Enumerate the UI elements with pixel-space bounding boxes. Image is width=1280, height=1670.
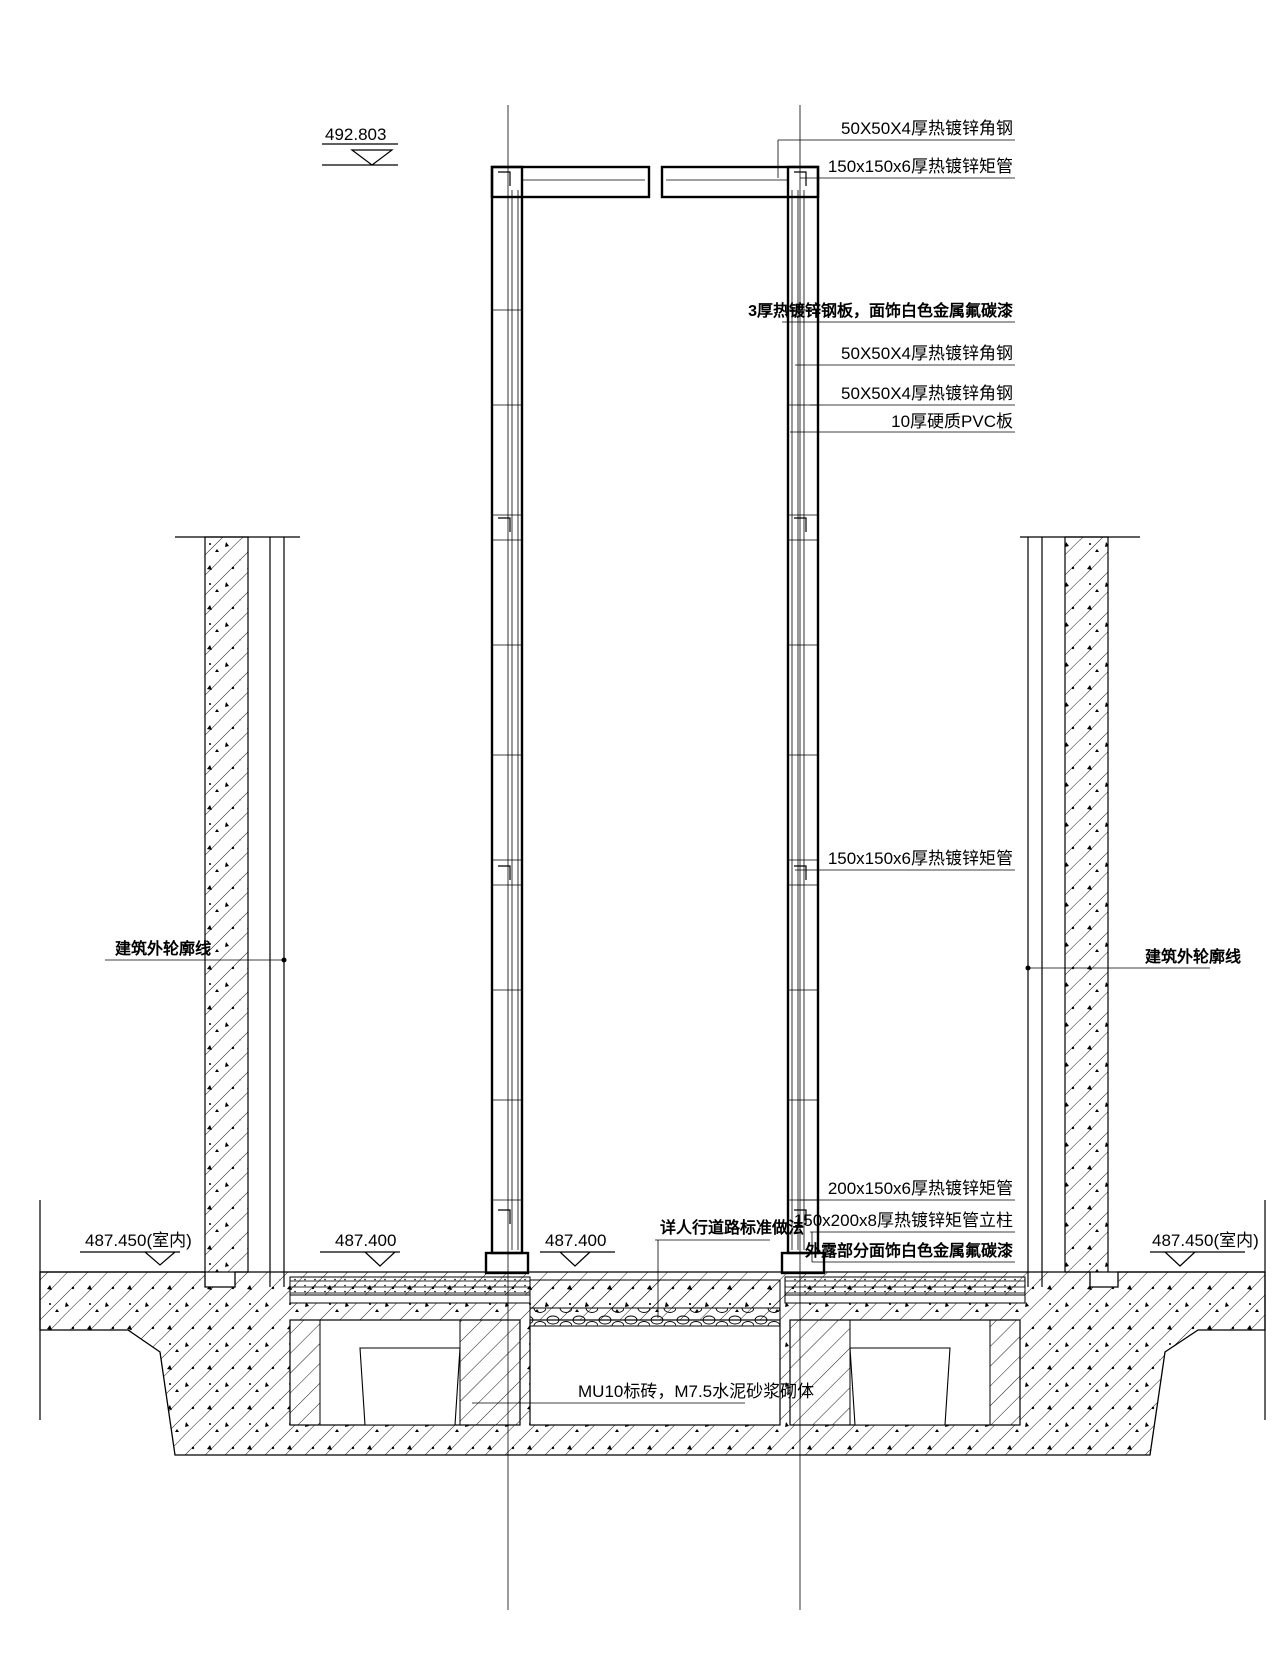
label-building-outline-right: 建筑外轮廓线 xyxy=(1145,947,1241,966)
elevation-indoor-left: 487.450(室内) xyxy=(85,1231,192,1250)
elevation-indoor-right: 487.450(室内) xyxy=(1152,1231,1259,1250)
axis-lines xyxy=(507,105,801,1610)
steel-frame xyxy=(484,165,826,1275)
label-rect-tube-base: 200x150x6厚热镀锌矩管 xyxy=(828,1179,1013,1198)
elevation-floor-center: 487.400 xyxy=(545,1231,606,1250)
label-building-outline-left: 建筑外轮廓线 xyxy=(115,939,211,958)
floor-layers xyxy=(289,1276,1026,1327)
brick-pier xyxy=(289,1319,321,1426)
brick-pier xyxy=(989,1319,1021,1426)
elevation-floor-left: 487.400 xyxy=(335,1231,396,1250)
label-masonry-note: MU10标砖，M7.5水泥砂浆砌体 xyxy=(578,1382,814,1401)
wall-left xyxy=(175,536,300,1287)
ground-lines xyxy=(39,1200,1266,1420)
right-annotations: 50X50X4厚热镀锌角钢 150x150x6厚热镀锌矩管 3厚热镀锌钢板，面饰… xyxy=(748,119,1015,1263)
label-exposed-finish: 外露部分面饰白色金属氟碳漆 xyxy=(804,1241,1013,1260)
label-column: 150x200x8厚热镀锌矩管立柱 xyxy=(794,1211,1013,1230)
label-angle-steel-top: 50X50X4厚热镀锌角钢 xyxy=(841,119,1013,138)
label-pavement-note: 详人行道路标准做法 xyxy=(660,1218,804,1237)
cavity-center xyxy=(529,1319,781,1426)
outline-labels: 建筑外轮廓线 建筑外轮廓线 xyxy=(105,939,1241,971)
elevation-markers: 492.803 487.450(室内) 487.400 487.400 487.… xyxy=(80,125,1259,1267)
label-angle-steel-mid-2: 50X50X4厚热镀锌角钢 xyxy=(841,384,1013,403)
wall-right xyxy=(1020,536,1140,1287)
label-pvc-board: 10厚硬质PVC板 xyxy=(891,412,1013,431)
foundation xyxy=(39,1271,1266,1456)
brick-pier xyxy=(789,1319,851,1426)
center-notes: 详人行道路标准做法 MU10标砖，M7.5水泥砂浆砌体 xyxy=(472,1218,814,1404)
top-elevation: 492.803 xyxy=(325,125,386,144)
label-angle-steel-mid-1: 50X50X4厚热镀锌角钢 xyxy=(841,344,1013,363)
label-rect-tube-top: 150x150x6厚热镀锌矩管 xyxy=(828,157,1013,176)
pavement-gravel xyxy=(529,1279,781,1309)
brick-pier xyxy=(459,1319,521,1426)
label-rect-tube-mid: 150x150x6厚热镀锌矩管 xyxy=(828,849,1013,868)
label-steel-plate: 3厚热镀锌钢板，面饰白色金属氟碳漆 xyxy=(748,301,1013,320)
